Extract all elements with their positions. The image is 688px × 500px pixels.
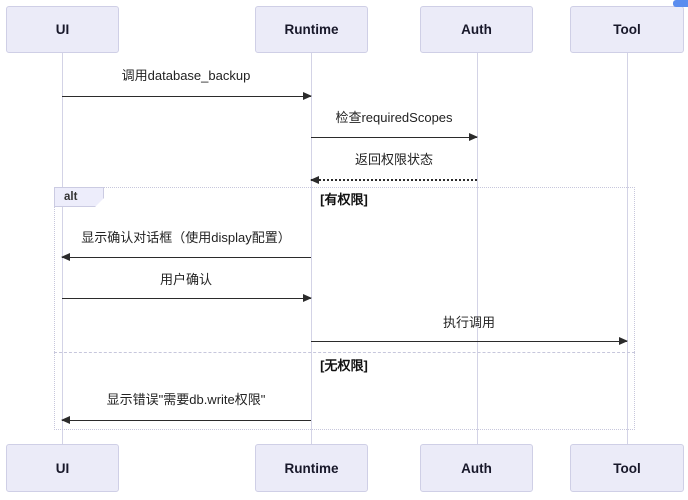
- message-label-show-error: 显示错误"需要db.write权限": [106, 392, 266, 407]
- lifeline-auth: [477, 53, 478, 444]
- actor-runtime-top: Runtime: [255, 6, 368, 53]
- actor-auth-label: Auth: [461, 22, 492, 37]
- message-label-call-database-backup: 调用database_backup: [121, 68, 251, 83]
- actor-ui-label: UI: [55, 460, 70, 476]
- arrowhead-left-icon: [61, 252, 70, 261]
- message-arrow-user-confirm: [62, 293, 312, 302]
- cutoff-blue-button[interactable]: [673, 0, 688, 7]
- message-arrow-execute-call: [311, 336, 628, 345]
- arrowhead-right-icon: [303, 293, 312, 302]
- message-arrow-call-database-backup: [62, 91, 312, 100]
- lifeline-runtime: [311, 53, 312, 444]
- actor-auth-bottom: Auth: [420, 444, 533, 492]
- message-label-show-confirm-dialog: 显示确认对话框（使用display配置）: [81, 230, 291, 245]
- actor-tool-top: Tool: [570, 6, 684, 53]
- actor-tool-label: Tool: [613, 460, 641, 476]
- actor-ui-label: UI: [55, 22, 70, 37]
- message-arrow-check-required-scopes: [311, 132, 478, 141]
- lifeline-ui: [62, 53, 63, 444]
- actor-runtime-label: Runtime: [284, 22, 339, 37]
- actor-ui-top: UI: [6, 6, 119, 53]
- message-arrow-show-confirm-dialog: [61, 252, 311, 261]
- guard-granted: [有权限]: [320, 192, 368, 207]
- message-label-execute-call: 执行调用: [442, 315, 496, 330]
- message-arrow-return-permission-status: [310, 175, 477, 184]
- alt-fragment-tab: alt: [54, 187, 104, 207]
- alt-divider: [54, 352, 635, 353]
- arrowhead-right-icon: [303, 91, 312, 100]
- arrowhead-left-icon: [310, 175, 319, 184]
- actor-tool-bottom: Tool: [570, 444, 684, 492]
- alt-fragment-frame: [54, 187, 635, 430]
- arrowhead-left-icon: [61, 415, 70, 424]
- arrowhead-right-icon: [469, 132, 478, 141]
- actor-tool-label: Tool: [613, 22, 641, 37]
- message-label-user-confirm: 用户确认: [159, 272, 213, 287]
- actor-runtime-bottom: Runtime: [255, 444, 368, 492]
- message-label-return-permission-status: 返回权限状态: [354, 152, 434, 167]
- actor-ui-bottom: UI: [6, 444, 119, 492]
- guard-denied: [无权限]: [320, 358, 368, 373]
- actor-runtime-label: Runtime: [284, 460, 339, 476]
- lifeline-tool: [627, 53, 628, 444]
- message-arrow-show-error: [61, 415, 311, 424]
- arrowhead-right-icon: [619, 336, 628, 345]
- actor-auth-top: Auth: [420, 6, 533, 53]
- message-label-check-required-scopes: 检查requiredScopes: [335, 110, 453, 125]
- actor-auth-label: Auth: [461, 460, 492, 476]
